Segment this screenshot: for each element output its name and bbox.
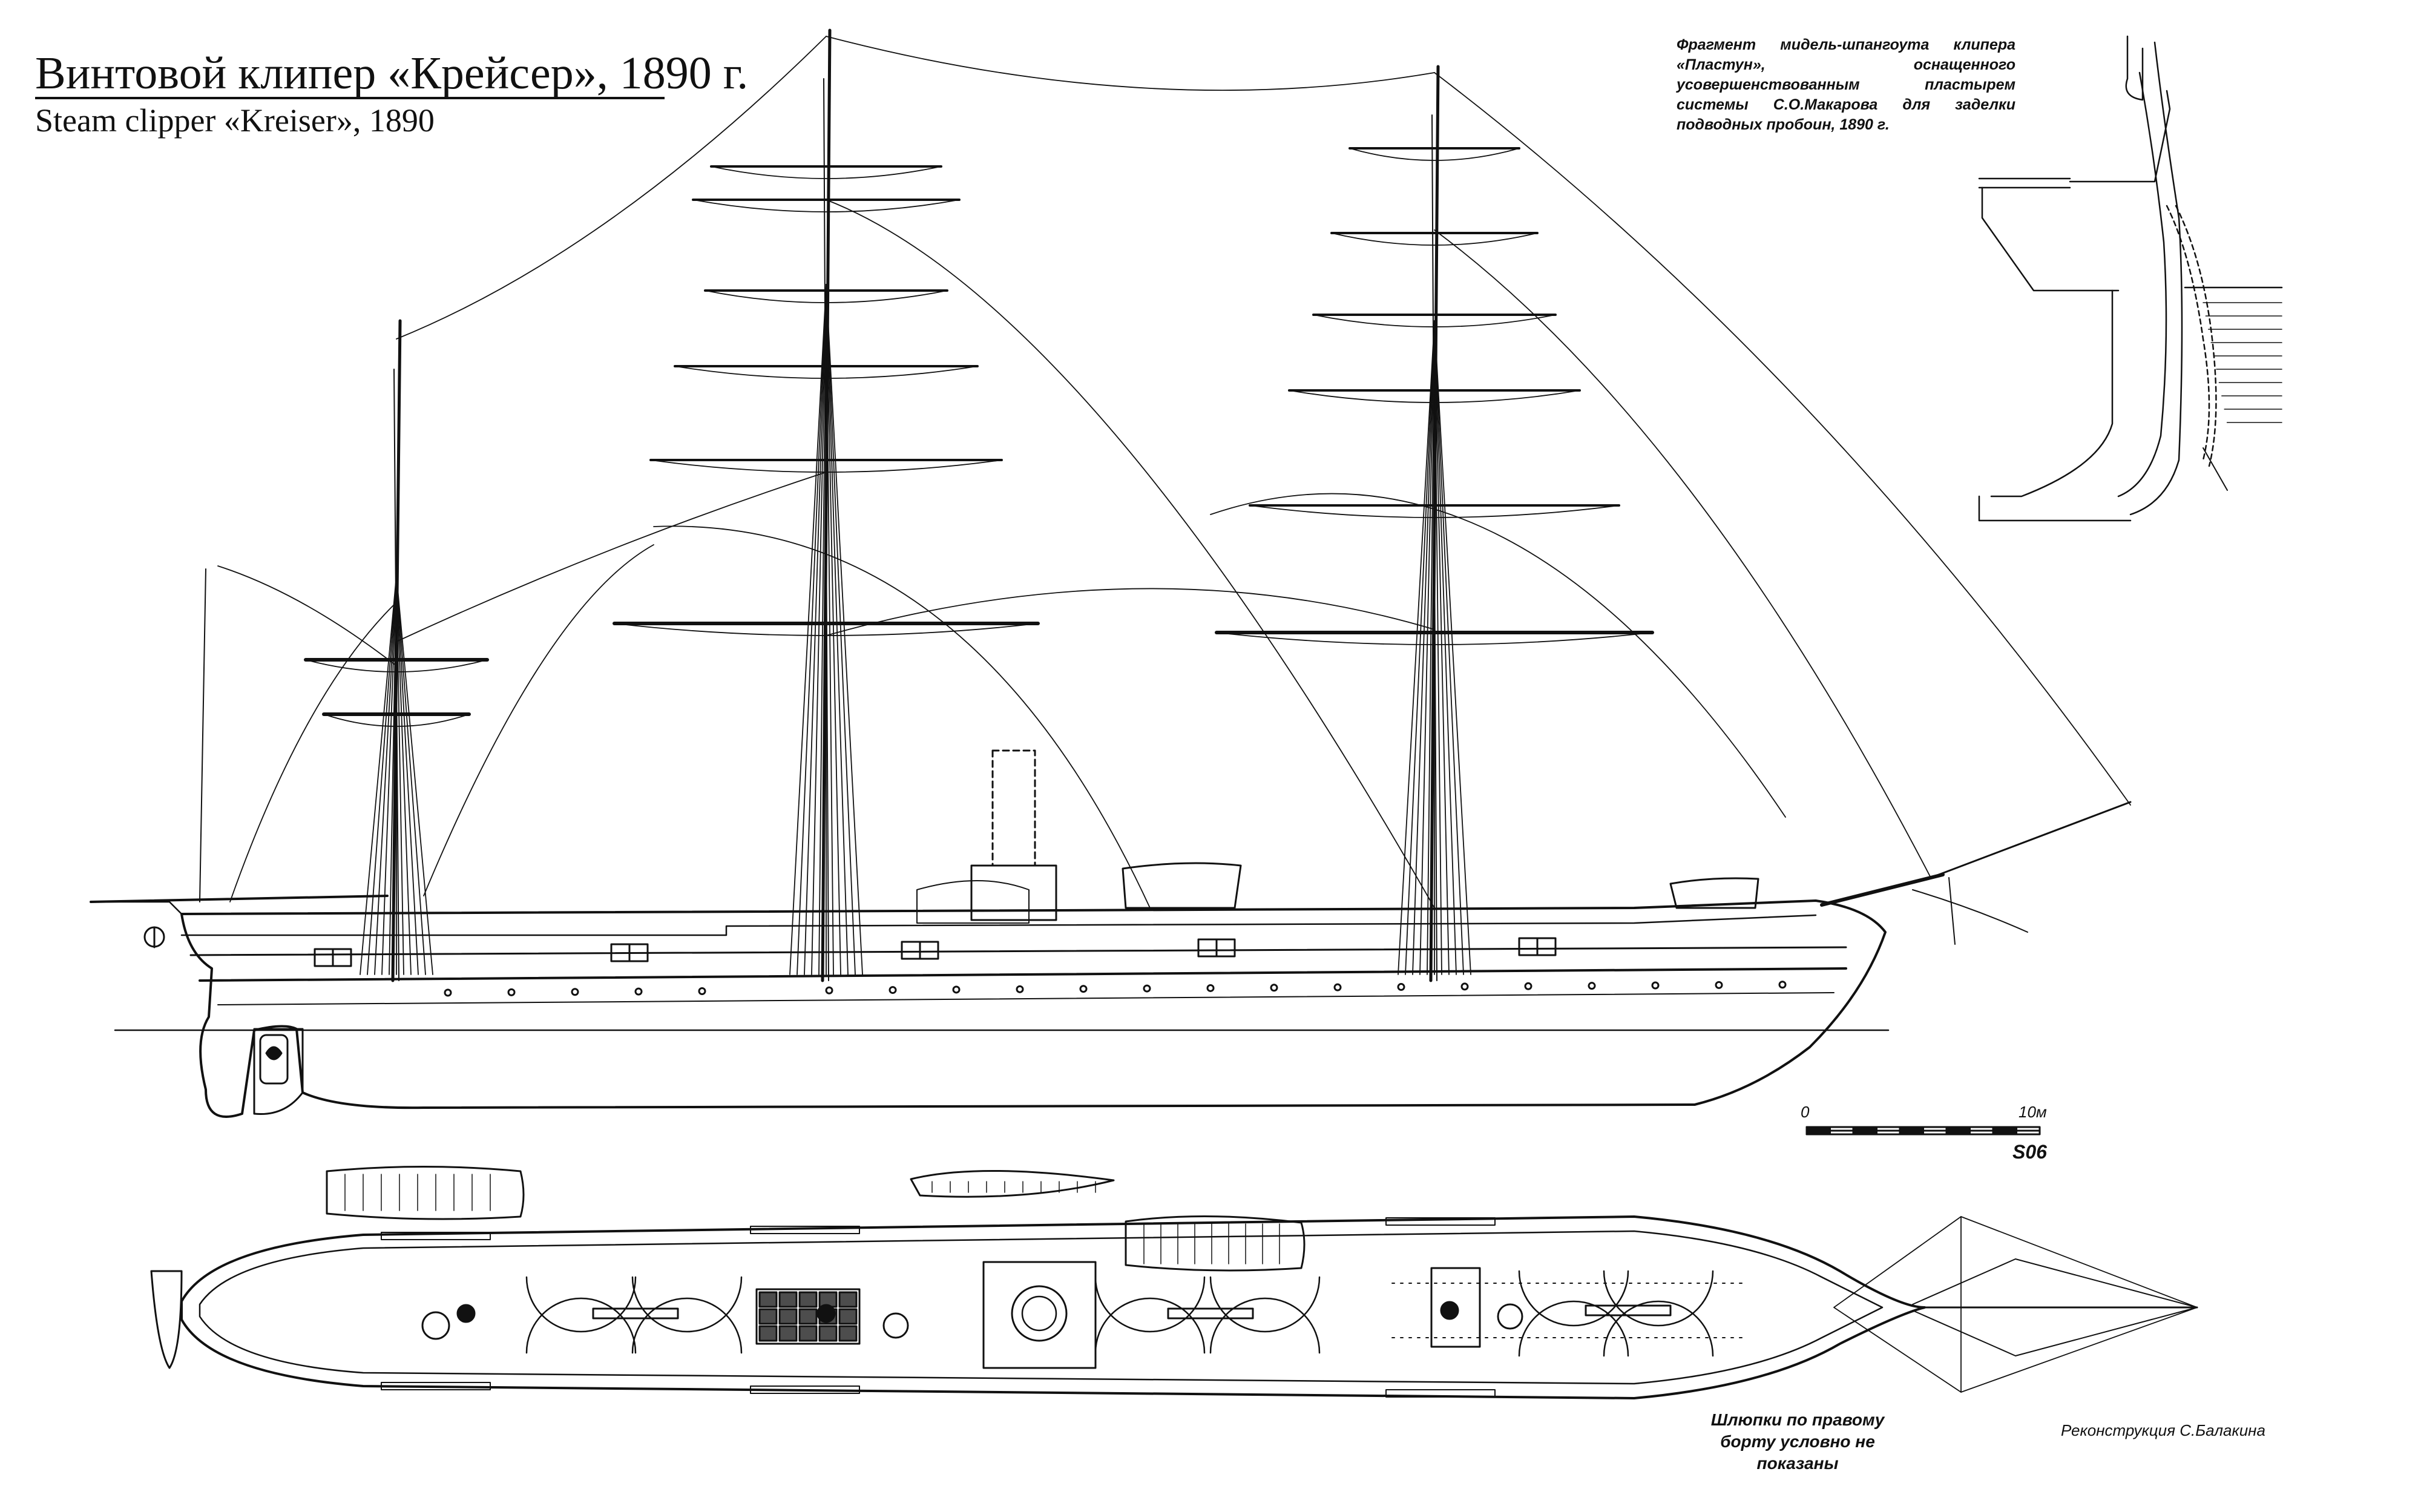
stern-boat xyxy=(150,1270,183,1369)
porthole xyxy=(1143,984,1151,993)
gun-arc xyxy=(525,1276,637,1333)
gun-arc xyxy=(1518,1270,1629,1327)
porthole xyxy=(1524,982,1532,990)
gun-arc xyxy=(525,1297,637,1354)
porthole xyxy=(952,985,961,994)
porthole xyxy=(1206,984,1215,992)
gun-arc xyxy=(1094,1276,1206,1333)
portholes xyxy=(444,981,1787,997)
deck-gun xyxy=(592,1307,679,1320)
mast-channel xyxy=(1385,1217,1496,1226)
gun-arc xyxy=(1209,1297,1321,1354)
spanker-boom xyxy=(90,895,389,903)
porthole xyxy=(507,988,516,996)
funnel-icon xyxy=(991,749,1036,867)
deck-gun xyxy=(1585,1304,1672,1316)
reconstruction-credit: Реконструкция С.Балакина xyxy=(2061,1421,2265,1439)
gunports xyxy=(314,937,1557,967)
deck-gun xyxy=(1167,1307,1254,1320)
drawing-id: S06 xyxy=(2012,1141,2047,1163)
hull-outline xyxy=(180,899,1887,1118)
gun-arc xyxy=(1209,1276,1321,1333)
porthole xyxy=(1079,985,1088,993)
deck-outline xyxy=(180,1215,1926,1399)
scale-bar xyxy=(1805,1126,2041,1136)
deck-plan xyxy=(150,1166,2198,1399)
porthole xyxy=(1588,982,1596,990)
title-english: Steam clipper «Kreiser», 1890 xyxy=(35,102,435,139)
midship-section-detail xyxy=(1978,35,2283,522)
mast-channel xyxy=(1385,1389,1496,1398)
deck-boat-2 xyxy=(910,1169,1115,1198)
porthole xyxy=(1778,981,1787,989)
scale-end-label: 10м xyxy=(2019,1103,2047,1121)
gun-arc xyxy=(1518,1300,1629,1357)
mast-channel xyxy=(381,1382,491,1390)
ship-wheel-icon xyxy=(421,1311,450,1340)
title-russian: Винтовой клипер «Крейсер», 1890 г. xyxy=(35,48,749,99)
mast-channel xyxy=(750,1226,860,1234)
boat-side-1 xyxy=(1122,862,1242,909)
porthole xyxy=(698,987,706,995)
porthole xyxy=(1016,985,1024,993)
funnel-icon xyxy=(1011,1285,1068,1342)
gun-arc xyxy=(1094,1297,1206,1354)
porthole xyxy=(825,986,833,994)
gun-arc xyxy=(631,1276,743,1333)
porthole xyxy=(634,987,643,996)
side-elevation xyxy=(90,28,2132,1118)
porthole xyxy=(571,988,579,996)
gun-arc xyxy=(1603,1300,1714,1357)
funnel-casing xyxy=(982,1261,1097,1369)
propeller-aperture xyxy=(259,1034,289,1085)
mast-channel xyxy=(381,1232,491,1240)
jibboom xyxy=(1930,801,2132,879)
gun-arc xyxy=(631,1297,743,1354)
main-hatch xyxy=(755,1288,861,1345)
stern-taffrail xyxy=(96,901,183,915)
rudder xyxy=(253,1028,304,1116)
scale-start-label: 0 xyxy=(1801,1103,1810,1121)
mast-channel xyxy=(750,1385,860,1394)
porthole xyxy=(1333,983,1342,991)
porthole xyxy=(444,988,452,997)
deck-boat-1 xyxy=(326,1166,525,1220)
bowsprit xyxy=(1820,873,1945,907)
rigging xyxy=(217,36,2131,975)
gun-arc xyxy=(1603,1270,1714,1327)
boat-side-2 xyxy=(1669,877,1759,909)
porthole xyxy=(1651,981,1660,990)
masts xyxy=(304,28,1654,982)
midship-section-note: Фрагмент мидель-шпангоута клипера «Пласт… xyxy=(1677,36,2015,133)
porthole xyxy=(1715,981,1723,989)
boats-note: Шлюпки по правому борту условно не показ… xyxy=(1710,1410,1885,1473)
porthole xyxy=(1397,983,1405,991)
title-underline xyxy=(35,97,665,99)
porthole xyxy=(1460,982,1469,991)
porthole xyxy=(889,986,897,994)
porthole xyxy=(1270,984,1278,992)
deck-boat-3 xyxy=(1125,1215,1306,1272)
